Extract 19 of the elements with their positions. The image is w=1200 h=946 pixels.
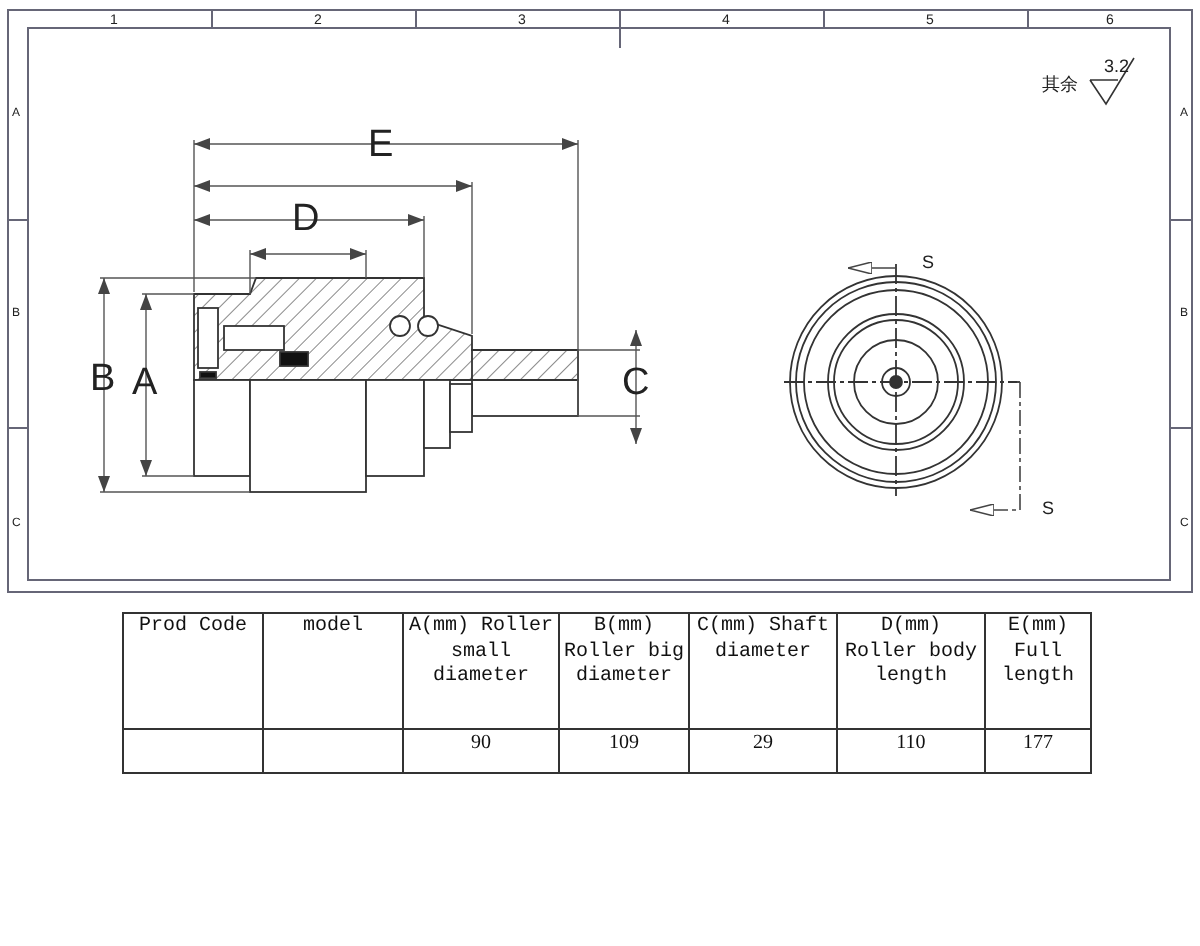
table-value: 110 — [837, 729, 985, 773]
section-mark: S — [1042, 500, 1055, 518]
dimension-label: A — [132, 364, 158, 402]
note-text: 其余 — [1042, 76, 1078, 94]
column-header: Prod Code — [123, 613, 263, 729]
column-header: C(mm) Shaft diameter — [689, 613, 837, 729]
column-header: A(mm) Roller small diameter — [403, 613, 559, 729]
table-value: 29 — [689, 729, 837, 773]
table-value: 109 — [559, 729, 689, 773]
column-header: D(mm) Roller body length — [837, 613, 985, 729]
column-header: B(mm) Roller big diameter — [559, 613, 689, 729]
table-value: 177 — [985, 729, 1091, 773]
column-header: model — [263, 613, 403, 729]
roughness-value: 3.2 — [1104, 58, 1130, 76]
column-header: E(mm) Full length — [985, 613, 1091, 729]
section-mark: S — [922, 254, 935, 272]
dimension-label: C — [622, 364, 650, 402]
table-value: 90 — [403, 729, 559, 773]
dimension-label: B — [90, 360, 116, 398]
